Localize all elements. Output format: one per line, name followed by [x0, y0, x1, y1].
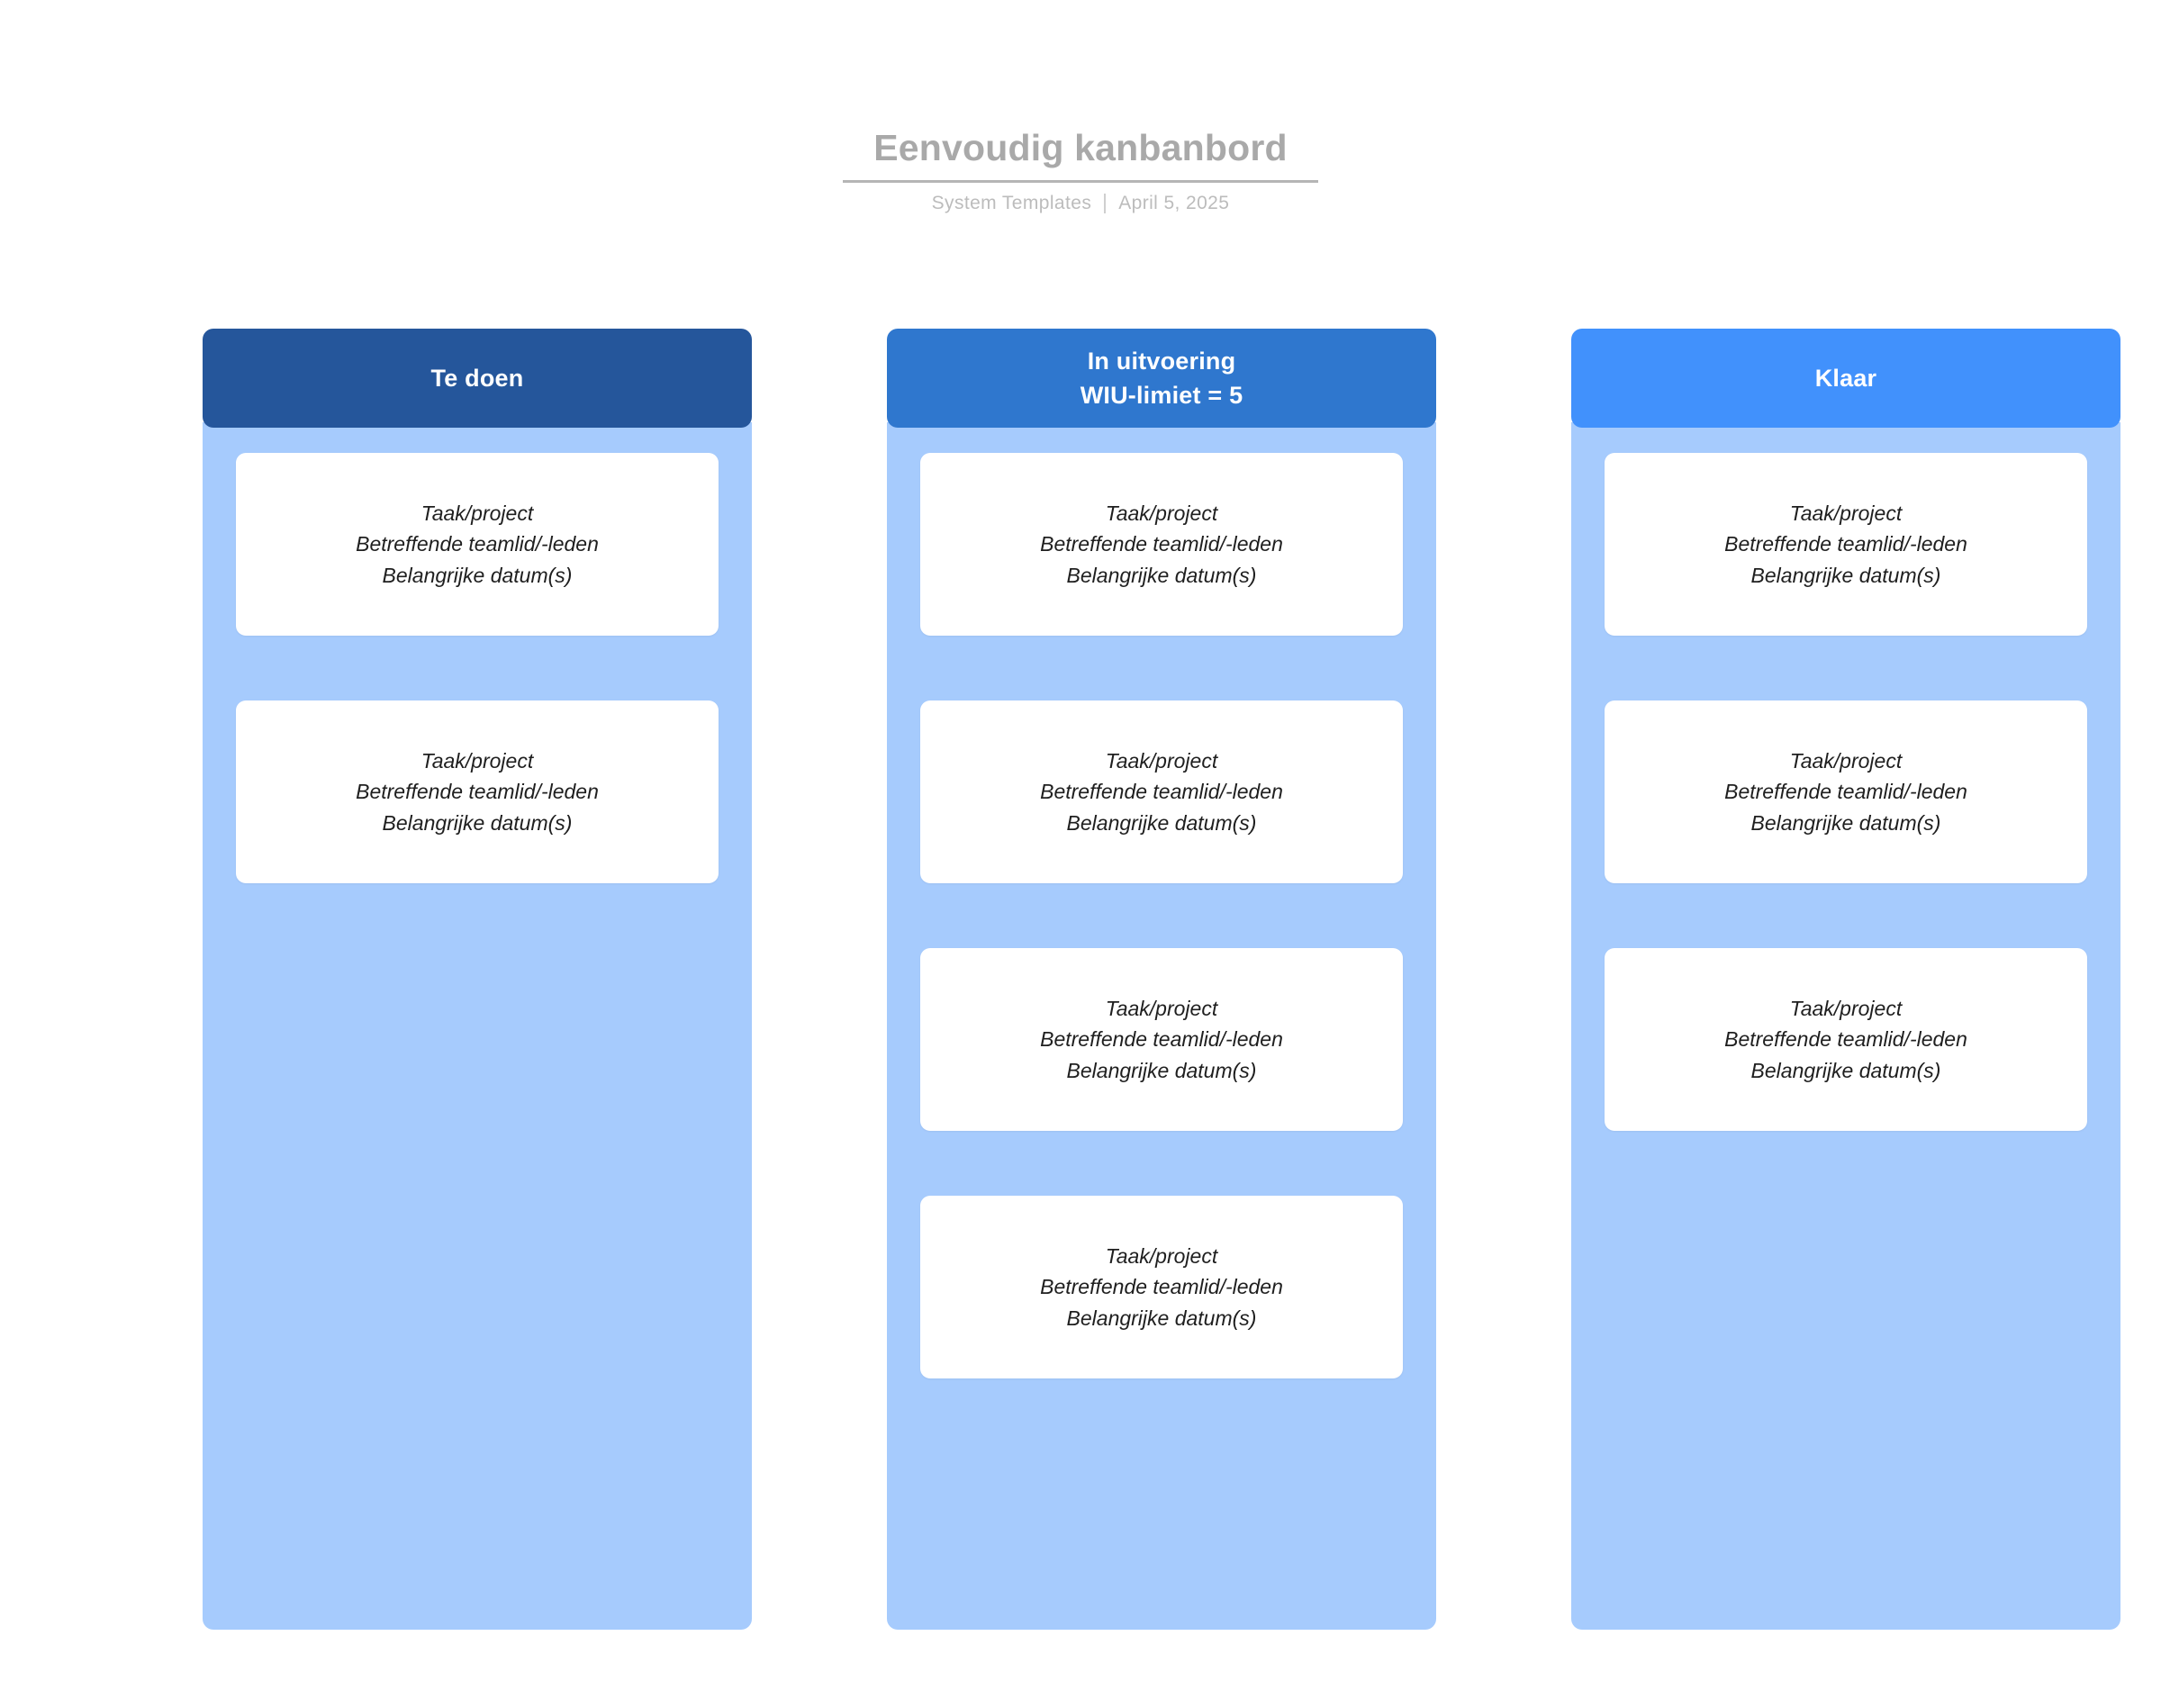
page-title: Eenvoudig kanbanbord: [873, 127, 1288, 168]
card-line-3: Belangrijke datum(s): [382, 563, 573, 587]
column-wip-limit: WIU-limiet = 5: [1080, 382, 1243, 409]
card-line-2: Betreffende teamlid/-leden: [1724, 780, 1967, 804]
card-line-2: Betreffende teamlid/-leden: [1040, 780, 1283, 804]
card-line-2: Betreffende teamlid/-leden: [1040, 1275, 1283, 1299]
card-line-1: Taak/project: [1789, 749, 1903, 773]
document-subtitle: System Templates April 5, 2025: [0, 193, 2161, 214]
column-title: Klaar: [1814, 364, 1877, 392]
card-line-1: Taak/project: [1105, 502, 1218, 526]
card-line-3: Belangrijke datum(s): [1066, 563, 1257, 587]
card-line-2: Betreffende teamlid/-leden: [1040, 1027, 1283, 1052]
card-line-3: Belangrijke datum(s): [1750, 810, 1941, 835]
card-line-1: Taak/project: [1105, 749, 1218, 773]
column-title: Te doen: [430, 364, 524, 392]
card-line-3: Belangrijke datum(s): [1750, 563, 1941, 587]
card-line-1: Taak/project: [420, 749, 534, 773]
subtitle-author: System Templates: [931, 193, 1092, 214]
card-line-2: Betreffende teamlid/-leden: [1724, 1027, 1967, 1052]
card-line-1: Taak/project: [1789, 502, 1903, 526]
column-header-klaar[interactable]: Klaar: [1571, 329, 2120, 428]
card-line-2: Betreffende teamlid/-leden: [356, 780, 599, 804]
title-divider: [843, 180, 1318, 184]
document-header: Eenvoudig kanbanbord System Templates Ap…: [0, 0, 2161, 214]
card-line-2: Betreffende teamlid/-leden: [356, 532, 599, 556]
subtitle-date: April 5, 2025: [1118, 193, 1230, 214]
card-line-3: Belangrijke datum(s): [1066, 1058, 1257, 1082]
card-line-3: Belangrijke datum(s): [1066, 810, 1257, 835]
card-line-2: Betreffende teamlid/-leden: [1040, 532, 1283, 556]
column-header-te-doen[interactable]: Te doen: [203, 329, 752, 428]
card-line-3: Belangrijke datum(s): [1750, 1058, 1941, 1082]
card-line-1: Taak/project: [1105, 1244, 1218, 1269]
column-title: In uitvoering: [1087, 347, 1236, 375]
card-line-1: Taak/project: [420, 502, 534, 526]
card-line-3: Belangrijke datum(s): [1066, 1306, 1257, 1330]
subtitle-separator: [1104, 194, 1107, 214]
card-line-1: Taak/project: [1789, 997, 1903, 1021]
card-line-1: Taak/project: [1105, 997, 1218, 1021]
card-line-3: Belangrijke datum(s): [382, 810, 573, 835]
card-line-2: Betreffende teamlid/-leden: [1724, 532, 1967, 556]
